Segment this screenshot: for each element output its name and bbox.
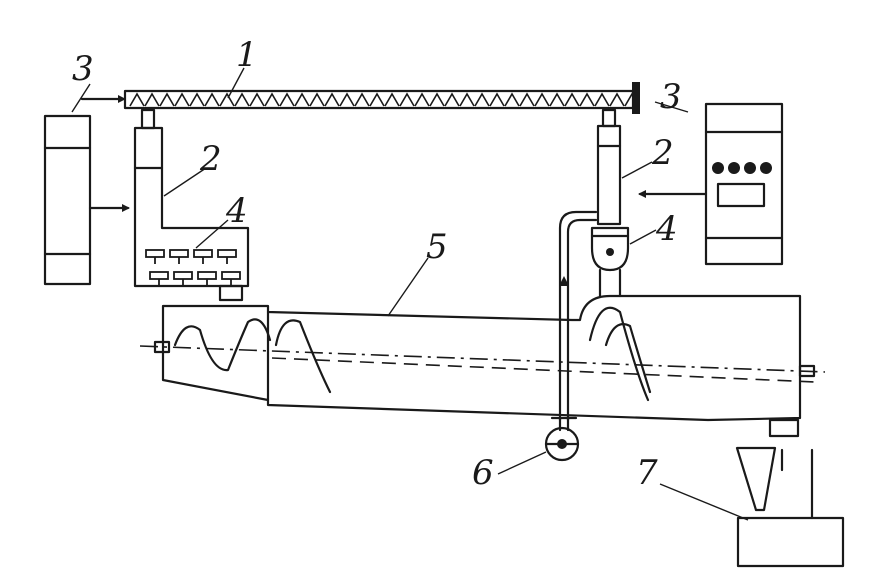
flow-arrow <box>559 276 569 286</box>
auger-tooth <box>129 92 145 107</box>
auger-tooth <box>414 92 430 107</box>
auger-tooth <box>579 92 595 107</box>
auger-tooth <box>564 92 580 107</box>
receiver <box>735 446 845 568</box>
label-control-left: 3 <box>72 49 94 89</box>
doser-paddle <box>221 271 241 280</box>
screw-conveyor <box>80 82 640 114</box>
mixer-outlet <box>768 418 800 438</box>
display-window <box>716 182 766 208</box>
auger-tooth <box>594 92 610 107</box>
auger-tooth <box>219 92 235 107</box>
auger-tooth <box>549 92 565 107</box>
indicator-light <box>760 162 772 174</box>
auger-tooth <box>234 92 250 107</box>
control-cabinet-right <box>638 102 784 266</box>
auger-tooth <box>324 92 340 107</box>
auger-tooth <box>354 92 370 107</box>
auger-tooth <box>384 92 400 107</box>
indicator-light <box>712 162 724 174</box>
auger-tooth <box>444 92 460 107</box>
doser-paddle <box>197 271 217 280</box>
doser-left <box>145 249 241 286</box>
doser-paddle <box>173 271 193 280</box>
auger-tooth <box>519 92 535 107</box>
indicator-light <box>744 162 756 174</box>
auger-tooth <box>489 92 505 107</box>
pump <box>544 416 580 462</box>
doser-paddle <box>149 271 169 280</box>
auger-tooth <box>504 92 520 107</box>
auger-tooth <box>159 92 175 107</box>
label-mixer: 5 <box>426 227 448 267</box>
auger-tooth <box>474 92 490 107</box>
return-pipe <box>558 210 598 422</box>
label-pump: 6 <box>472 453 494 493</box>
doser-paddle <box>217 249 237 258</box>
auger-tooth <box>174 92 190 107</box>
auger-tooth <box>369 92 385 107</box>
auger-hatching <box>129 92 640 107</box>
leader-lines <box>71 67 749 521</box>
label-doser-left: 4 <box>225 191 248 231</box>
control-cabinet-left <box>43 114 130 286</box>
label-control-right: 3 <box>660 77 682 117</box>
feed-arrow-head <box>118 95 126 103</box>
auger-tooth <box>294 92 310 107</box>
bunker-right <box>596 108 622 226</box>
doser-paddle <box>169 249 189 258</box>
auger-tooth <box>534 92 550 107</box>
mixer-auger <box>173 318 272 372</box>
auger-tooth <box>609 92 625 107</box>
auger-tooth <box>249 92 265 107</box>
label-bunker-right: 2 <box>651 133 674 173</box>
auger-tooth <box>459 92 475 107</box>
doser-right <box>590 226 630 298</box>
label-doser-right: 4 <box>655 209 678 249</box>
auger-tooth <box>264 92 280 107</box>
shaft-centerline <box>139 345 826 373</box>
auger-tooth <box>309 92 325 107</box>
auger-tooth <box>189 92 205 107</box>
auger-tooth <box>429 92 445 107</box>
auger-tooth <box>399 92 415 107</box>
shaft-lower-line <box>271 357 816 383</box>
label-receiver: 7 <box>636 453 658 493</box>
label-bunker-left: 2 <box>199 139 222 179</box>
doser-paddle <box>145 249 165 258</box>
auger-tooth <box>204 92 220 107</box>
conveyor-end-flange <box>632 82 640 114</box>
doser-paddle <box>193 249 213 258</box>
auger-tooth <box>144 92 160 107</box>
indicator-light <box>728 162 740 174</box>
auger-tooth <box>279 92 295 107</box>
auger-tooth <box>339 92 355 107</box>
mixer-body <box>139 294 826 438</box>
label-screw-conveyor: 1 <box>236 35 258 75</box>
